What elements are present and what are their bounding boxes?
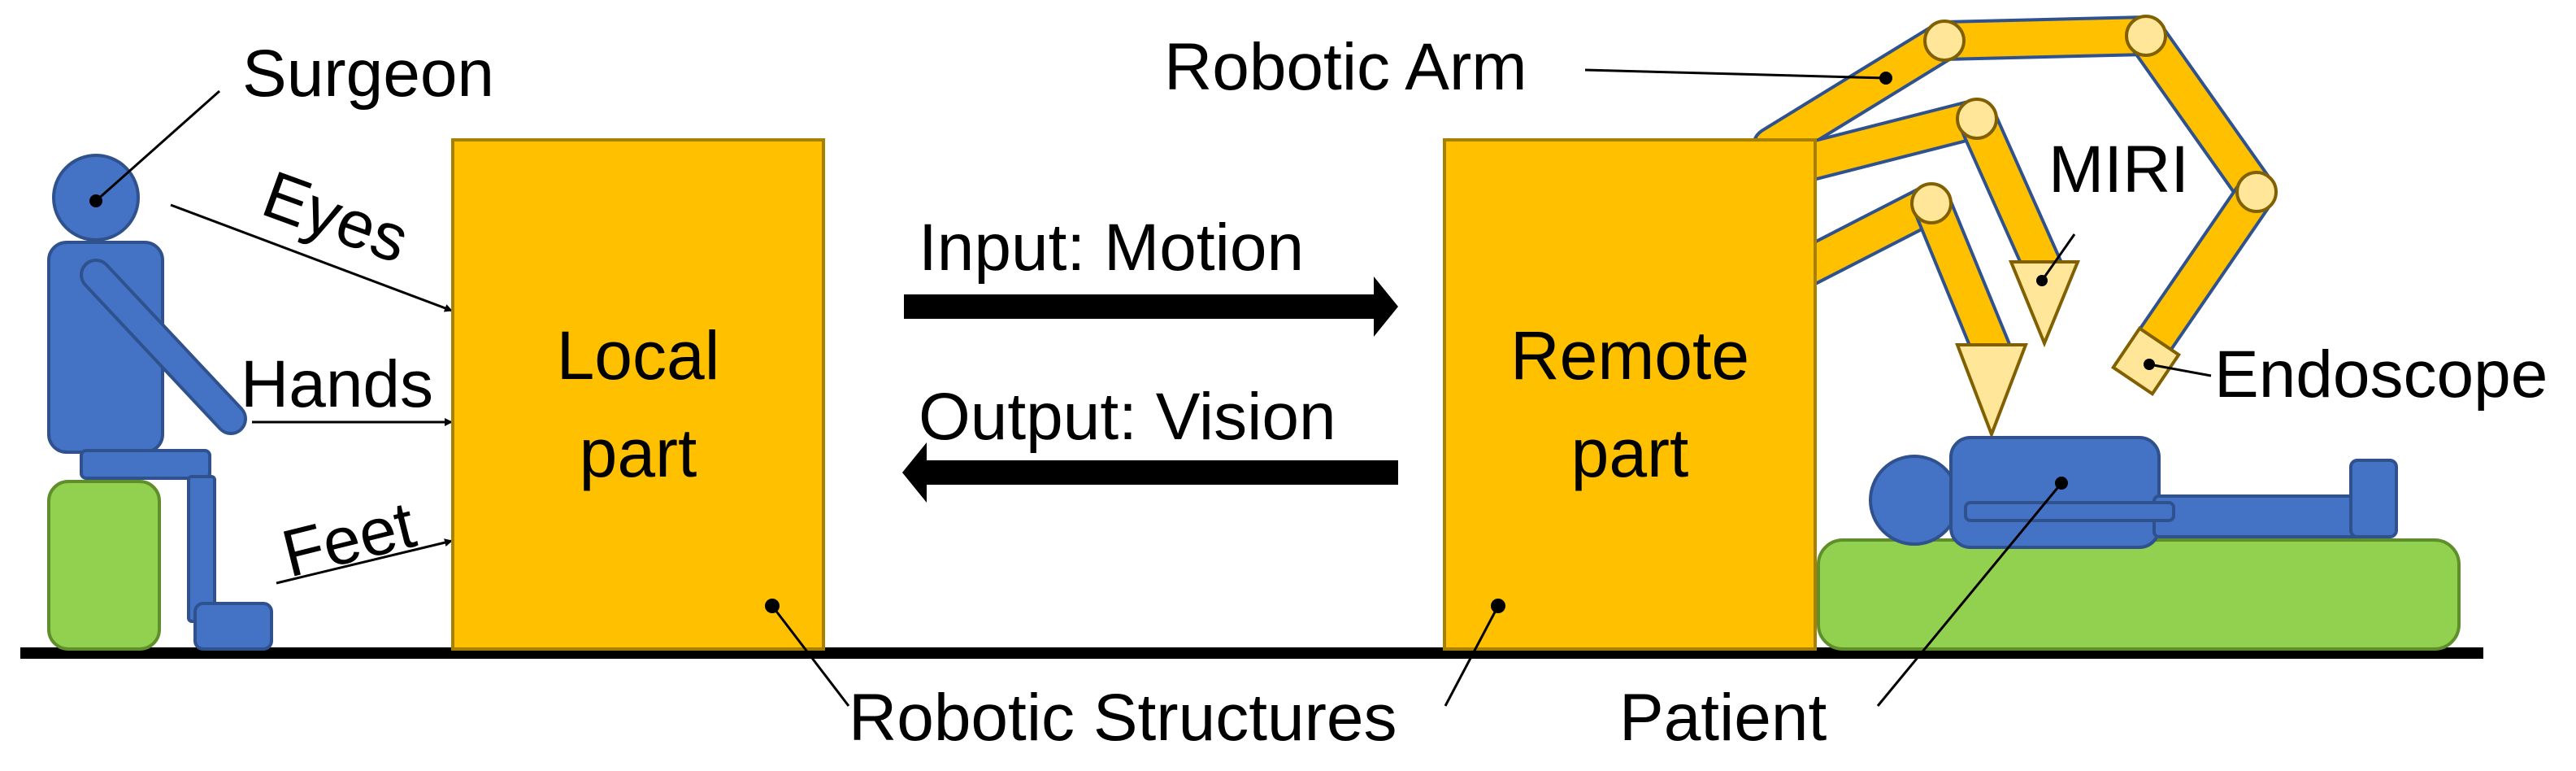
endoscope-label: Endoscope xyxy=(2214,338,2548,412)
surgeon-leg xyxy=(187,475,216,623)
surgeon-seat xyxy=(47,480,161,651)
arm-joint xyxy=(1956,98,1998,140)
surgeon-thigh xyxy=(80,449,211,480)
patient-figure xyxy=(1817,436,2461,651)
surgeon-leader xyxy=(95,89,220,203)
structures-leader-right xyxy=(1444,605,1500,707)
arm-joint xyxy=(2235,171,2278,213)
eyes-label: Eyes xyxy=(254,157,418,277)
remote-part-label-line1: Remote xyxy=(1510,317,1749,394)
structures-leader-left xyxy=(771,605,850,707)
surgeon-figure xyxy=(47,154,273,651)
patient-head xyxy=(1869,455,1960,546)
output-arrow xyxy=(902,442,1398,503)
robotic-arm-leader xyxy=(1584,68,1887,80)
local-part-label-line2: part xyxy=(580,415,697,491)
feet-arrow xyxy=(276,538,453,585)
surgeon-foot xyxy=(193,602,273,651)
robotic-arm-label: Robotic Arm xyxy=(1164,30,1527,104)
robotic-structures-label: Robotic Structures xyxy=(849,681,1397,755)
patient-feet xyxy=(2349,459,2398,538)
remote-part-box xyxy=(1443,138,1817,651)
arm-joint xyxy=(1923,20,1966,62)
robotic-arms xyxy=(1752,15,2278,439)
arm-joint xyxy=(1910,182,1953,224)
patient-label: Patient xyxy=(1619,681,1827,755)
arm-joint xyxy=(2125,15,2167,57)
surgeon-label: Surgeon xyxy=(242,37,494,111)
patient-leader xyxy=(1876,482,2063,707)
miri-label: MIRI xyxy=(2048,133,2189,207)
hands-label: Hands xyxy=(241,347,433,421)
instrument-tool xyxy=(1955,343,2028,439)
local-part-label-line1: Local xyxy=(557,317,720,394)
miri-tool xyxy=(2009,260,2080,348)
local-part-box xyxy=(451,138,825,651)
eyes-arrow xyxy=(170,203,453,312)
output-label: Output: Vision xyxy=(919,380,1336,454)
endoscope-leader xyxy=(2148,363,2212,377)
input-arrow xyxy=(904,277,1398,337)
remote-part-label-line2: part xyxy=(1571,415,1689,491)
feet-label: Feet xyxy=(275,487,422,591)
patient-arm xyxy=(1964,501,2175,522)
miri-leader xyxy=(2040,233,2076,281)
patient-legs xyxy=(2152,494,2374,538)
patient-bed xyxy=(1817,538,2461,651)
input-label: Input: Motion xyxy=(919,211,1304,285)
